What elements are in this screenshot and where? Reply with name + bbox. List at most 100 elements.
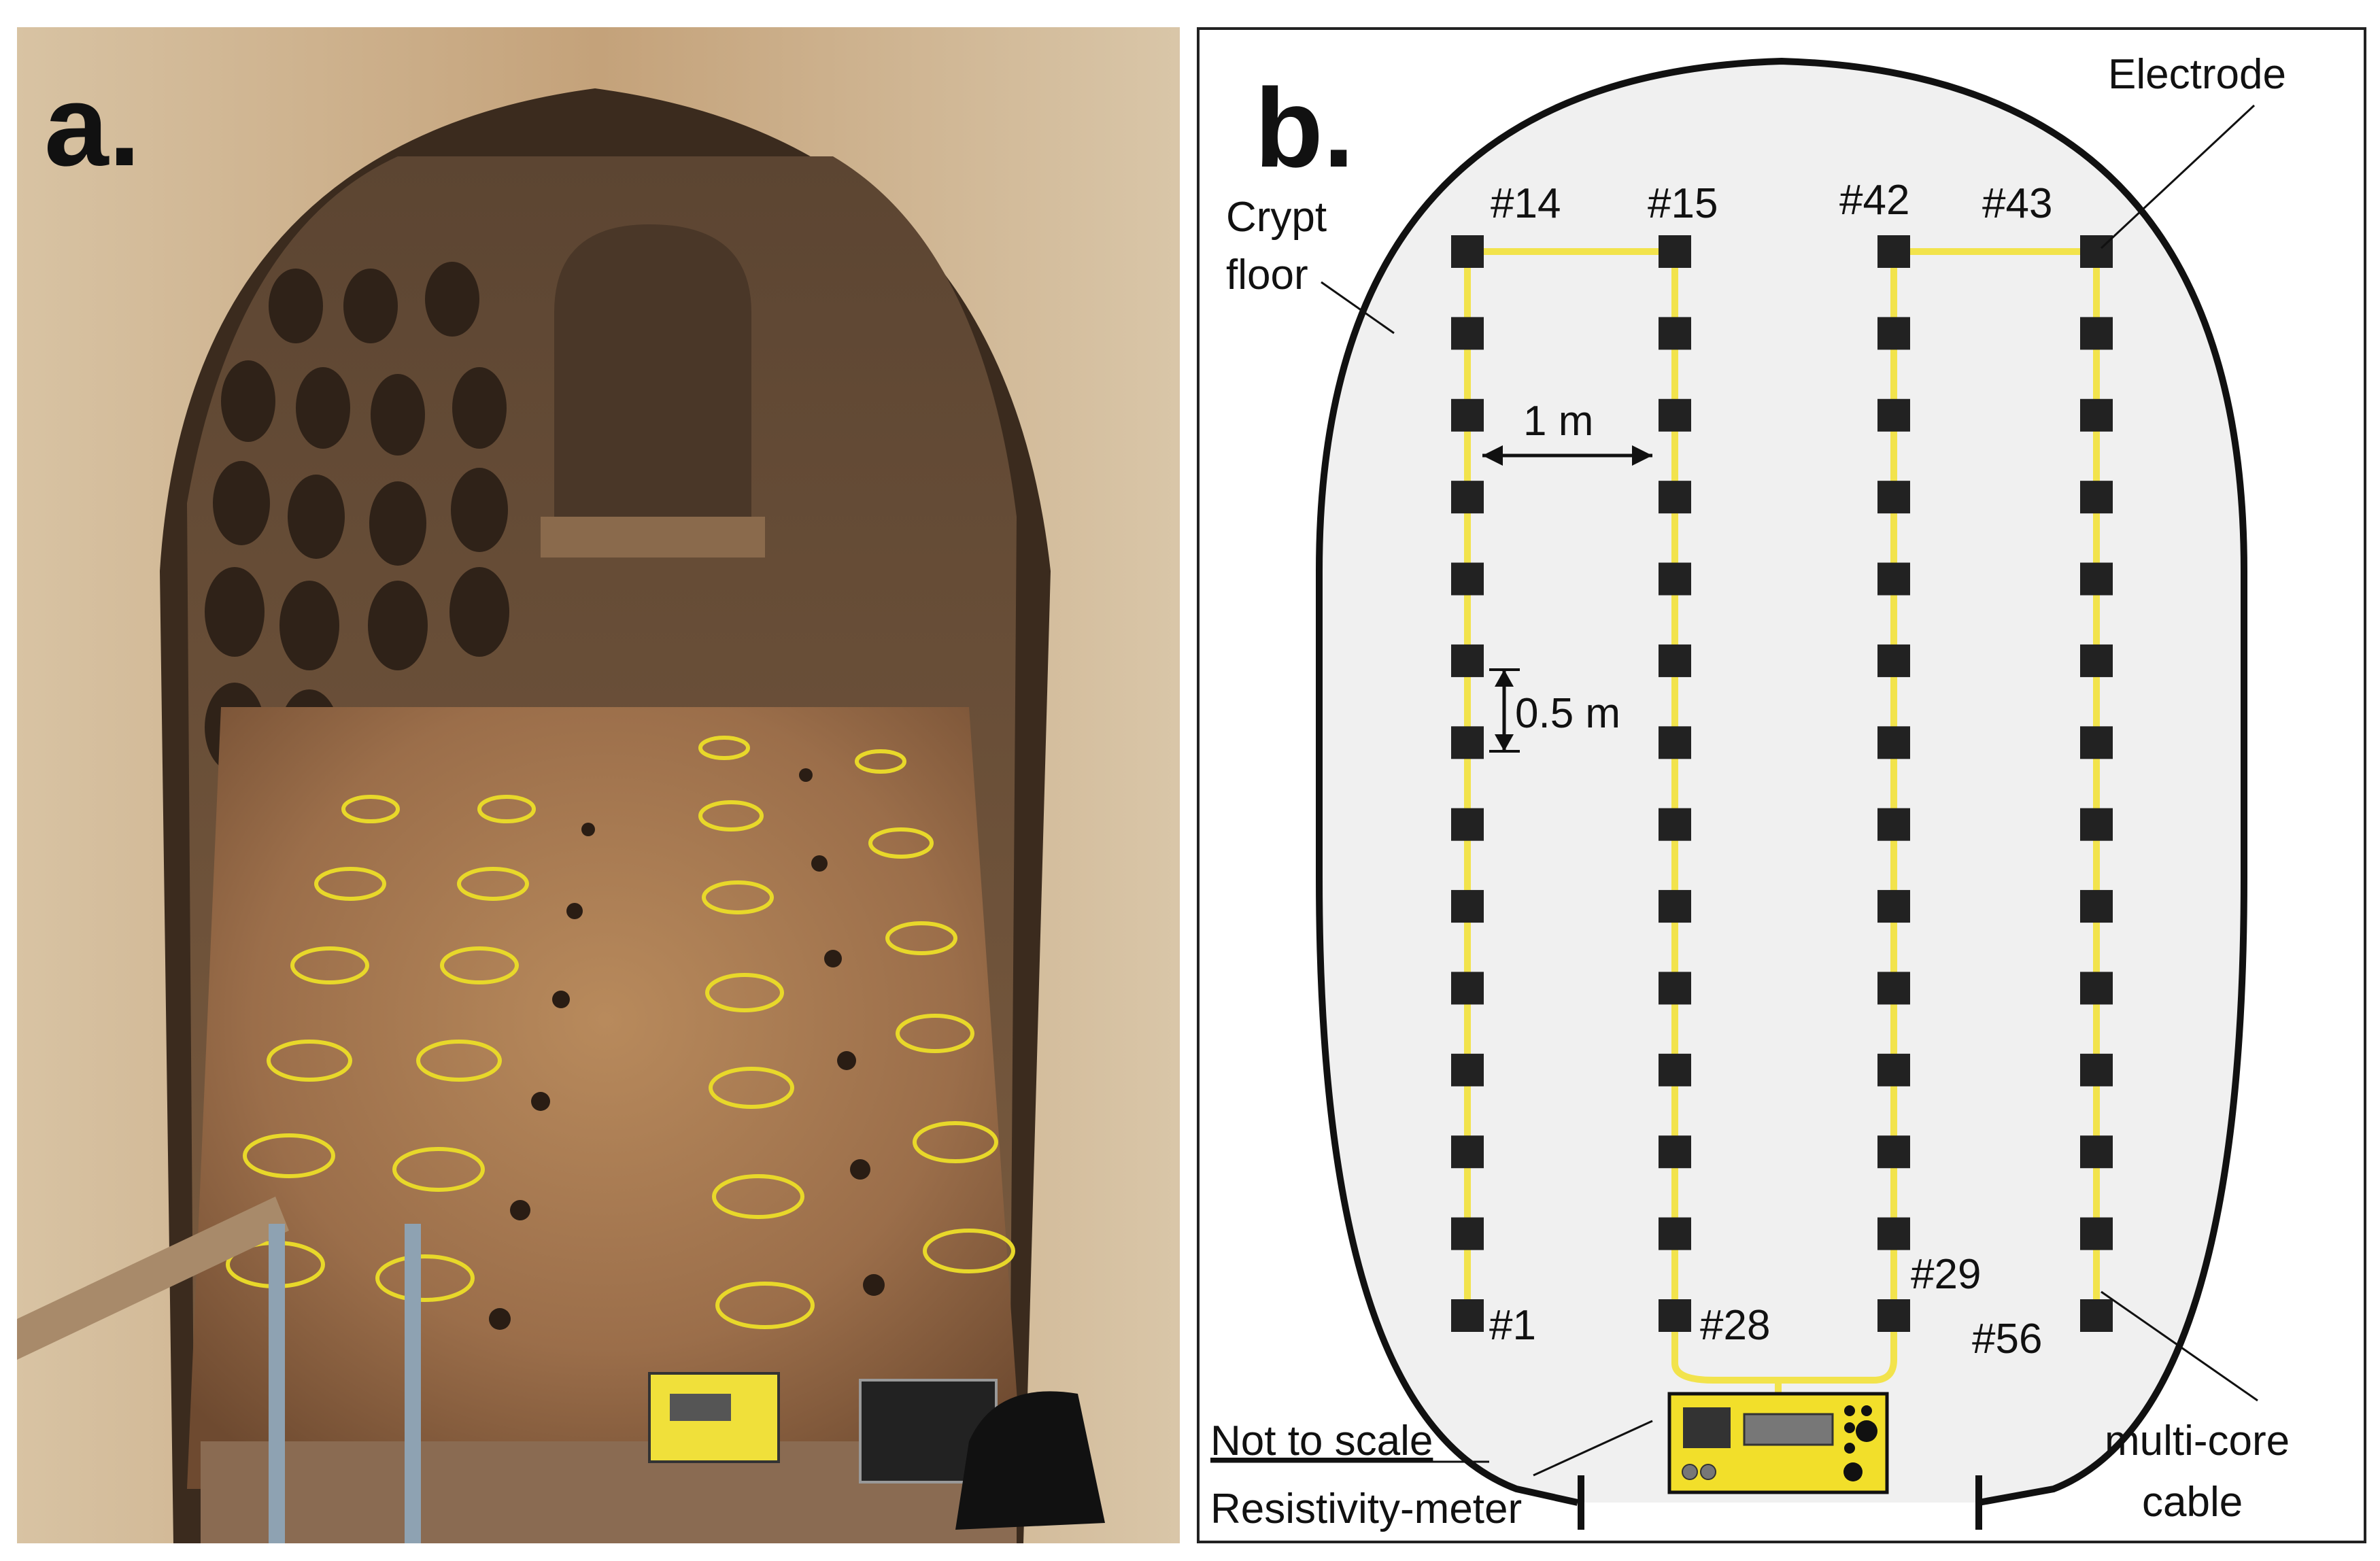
electrode-id-top: #42: [1839, 177, 1909, 224]
alcove-shelf: [541, 517, 765, 558]
crypt-photo: a.: [17, 27, 1180, 1543]
electrode-marker: [1451, 1135, 1484, 1169]
electrode-marker: [2080, 1217, 2113, 1250]
electrode-marker: [1451, 644, 1484, 677]
electrode-marker: [1451, 562, 1484, 596]
electrode-marker: [2080, 481, 2113, 514]
electrode-marker: [2080, 398, 2113, 432]
electrode-marker: [1451, 1299, 1484, 1332]
electrode-marker: [1877, 317, 1910, 350]
electrode-marker: [2080, 644, 2113, 677]
electrode-marker: [1451, 481, 1484, 514]
electrode-marker: [1659, 1135, 1691, 1169]
electrode-marker: [1451, 726, 1484, 759]
spacing-1m-label: 1 m: [1523, 398, 1593, 445]
electrode-id-bottom: #56: [1972, 1316, 2042, 1362]
electrode-id-top: #15: [1648, 180, 1718, 227]
electrode-marker: [2080, 562, 2113, 596]
diagram-svg: b. Electrode Crypt floor 1 m 0.5 m Not t…: [1197, 27, 2366, 1543]
electrode-marker: [2080, 726, 2113, 759]
electrode-marker: [1877, 562, 1910, 596]
electrode-marker: [2080, 890, 2113, 923]
electrode-marker: [1659, 644, 1691, 677]
electrode-marker: [1451, 398, 1484, 432]
crypt-floor-label-1: Crypt: [1226, 194, 1327, 241]
electrode-marker: [1877, 972, 1910, 1005]
cable-coils: [226, 736, 1015, 1329]
electrodes-photo: [489, 768, 885, 1330]
electrode-id-bottom: #29: [1911, 1251, 1981, 1298]
meter-screen: [1743, 1413, 1834, 1446]
electrode-marker: [1659, 890, 1691, 923]
electrode-marker: [1659, 726, 1691, 759]
electrode-marker: [2080, 317, 2113, 350]
electrode-label: Electrode: [2108, 51, 2286, 98]
electrode-marker: [1659, 398, 1691, 432]
panel-label-a: a.: [44, 61, 141, 190]
electrode-marker: [1659, 317, 1691, 350]
electrode-marker: [2080, 972, 2113, 1005]
resistivity-meter: [1667, 1392, 1889, 1494]
electrode-marker: [1451, 808, 1484, 841]
meter-cable: [1671, 1316, 1897, 1384]
bag-photo: [955, 1391, 1105, 1530]
electrode-marker: [1451, 317, 1484, 350]
meter-screen-photo: [670, 1394, 731, 1421]
electrode-marker: [1451, 235, 1484, 268]
electrode-marker: [1877, 1135, 1910, 1169]
electrode-id-bottom: #28: [1700, 1302, 1770, 1349]
not-to-scale-label: Not to scale: [1210, 1418, 1433, 1464]
spacing-05m-arrow: [1489, 668, 1520, 753]
electrode-group: [1451, 235, 2113, 1332]
electrode-marker: [1877, 1053, 1910, 1086]
electrode-marker: [2080, 1053, 2113, 1086]
electrode-marker: [1877, 481, 1910, 514]
spacing-1m-arrow: [1482, 445, 1652, 466]
electrode-leader: [2100, 104, 2256, 250]
electrode-marker: [1451, 890, 1484, 923]
electrode-marker: [1877, 1217, 1910, 1250]
crypt-floor-photo: [187, 707, 1023, 1489]
spacing-05m-label: 0.5 m: [1515, 690, 1620, 737]
stair-railing: [17, 1197, 289, 1360]
electrode-marker: [1659, 972, 1691, 1005]
electrode-marker: [1659, 808, 1691, 841]
electrode-marker: [2080, 1299, 2113, 1332]
electrode-marker: [1659, 562, 1691, 596]
electrode-marker: [1877, 398, 1910, 432]
electrode-marker: [2080, 235, 2113, 268]
electrode-marker: [1659, 1053, 1691, 1086]
central-alcove: [554, 224, 751, 517]
meter-leader: [1533, 1420, 1653, 1477]
electrode-marker: [1451, 972, 1484, 1005]
electrode-marker: [1877, 1299, 1910, 1332]
electrode-marker: [2080, 1135, 2113, 1169]
electrode-id-top: #43: [1982, 180, 2052, 227]
electrode-marker: [1877, 235, 1910, 268]
panel-label-b: b.: [1255, 65, 1355, 190]
cable-leader: [2101, 1290, 2258, 1402]
electrode-marker: [1877, 726, 1910, 759]
floor-leader: [1321, 281, 1395, 334]
electrode-marker: [1659, 235, 1691, 268]
pole-photo: [269, 1224, 285, 1543]
electrode-marker: [1659, 481, 1691, 514]
electrode-marker: [2080, 808, 2113, 841]
electrode-id-bottom: #1: [1489, 1302, 1536, 1349]
crypt-floor-label-2: floor: [1226, 252, 1308, 298]
crypt-photo-drawing: [17, 27, 1180, 1543]
crypt-floor-outline: [1316, 57, 2247, 1506]
burial-niches: [205, 262, 509, 779]
cable-label-1: multi-core: [2105, 1418, 2290, 1464]
cable-label-2: cable: [2142, 1479, 2243, 1526]
resistivity-meter-label: Resistivity-meter: [1210, 1486, 1522, 1532]
electrode-marker: [1659, 1217, 1691, 1250]
electrode-marker: [1877, 890, 1910, 923]
pole-photo: [405, 1224, 421, 1543]
electrode-id-top: #14: [1491, 180, 1561, 227]
electrode-marker: [1451, 1053, 1484, 1086]
electrode-marker: [1877, 808, 1910, 841]
meter-keypad: [1683, 1407, 1731, 1448]
electrode-marker: [1877, 644, 1910, 677]
electrode-marker: [1451, 1217, 1484, 1250]
